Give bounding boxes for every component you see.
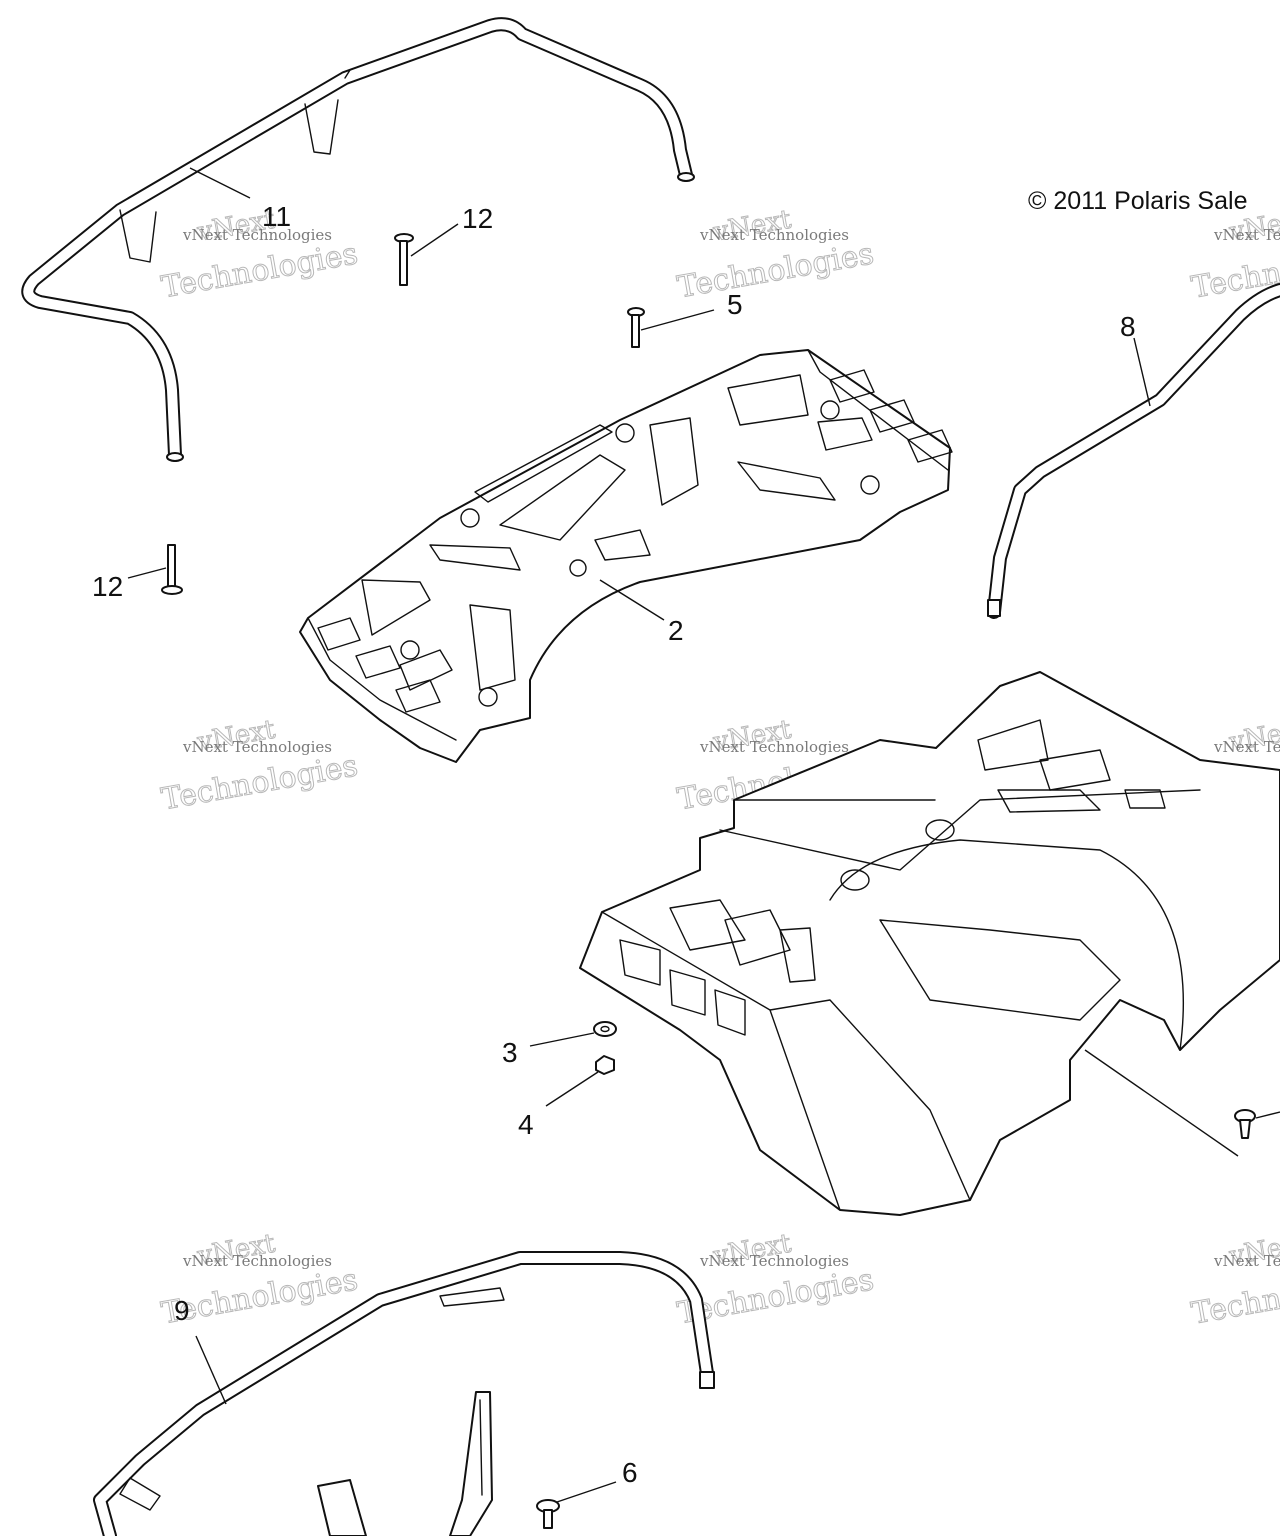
callout-9: 9 bbox=[174, 1295, 190, 1326]
callout-8: 8 bbox=[1120, 311, 1136, 342]
callout-4: 4 bbox=[518, 1109, 534, 1140]
part-9-lower-rail bbox=[93, 1251, 715, 1536]
watermark-text: vNext Technologies bbox=[699, 738, 849, 756]
part-4-nut bbox=[545, 1055, 615, 1107]
part-6-screw bbox=[536, 1481, 617, 1529]
watermark-text: vNext Technologies bbox=[182, 1252, 332, 1270]
part-8-side-rail bbox=[987, 283, 1280, 619]
callout-11: 11 bbox=[262, 201, 291, 232]
watermark-text: vNext Technologies bbox=[699, 1252, 849, 1270]
callout-6: 6 bbox=[622, 1457, 638, 1488]
callout-3: 3 bbox=[502, 1037, 518, 1068]
callout-5: 5 bbox=[727, 289, 743, 320]
watermark-text: vNext Technologies bbox=[1213, 1252, 1280, 1270]
copyright-text: © 2011 Polaris Sale bbox=[1028, 187, 1247, 215]
watermark-9: vNext vNext Technologies Technologies bbox=[1188, 1228, 1280, 1332]
watermark-2: vNext vNext Technologies Technologies bbox=[674, 204, 877, 306]
watermark-1: vNext vNext Technologies Technologies bbox=[158, 204, 361, 306]
part-5-bolt bbox=[627, 307, 715, 348]
part-1-rear-fender bbox=[579, 671, 1280, 1216]
watermark-word: Technologies bbox=[159, 748, 361, 817]
callout-12-lower: 12 bbox=[92, 571, 123, 602]
watermark-word: Technologies bbox=[675, 236, 877, 305]
part-12-bolt-lower bbox=[127, 544, 183, 595]
part-11-rack-rail bbox=[21, 17, 695, 462]
part-push-rivet bbox=[1234, 1109, 1280, 1139]
watermark-text: vNext Technologies bbox=[1213, 738, 1280, 756]
watermark-word: Technologies bbox=[1189, 1263, 1280, 1332]
watermark-text: vNext Technologies bbox=[182, 226, 332, 244]
part-12-bolt-upper bbox=[394, 223, 459, 286]
callout-2: 2 bbox=[668, 615, 684, 646]
watermark-word: Technologies bbox=[159, 236, 361, 305]
watermark-text: vNext Technologies bbox=[699, 226, 849, 244]
callout-12-upper: 12 bbox=[462, 203, 493, 234]
part-2-rack-panel bbox=[299, 349, 953, 763]
watermark-text: vNext Technologies bbox=[1213, 226, 1280, 244]
part-bracket bbox=[317, 1391, 493, 1536]
watermark-text: vNext Technologies bbox=[182, 738, 332, 756]
part-3-washer bbox=[529, 1021, 617, 1047]
watermark-4: vNext vNext Technologies Technologies bbox=[158, 714, 361, 818]
